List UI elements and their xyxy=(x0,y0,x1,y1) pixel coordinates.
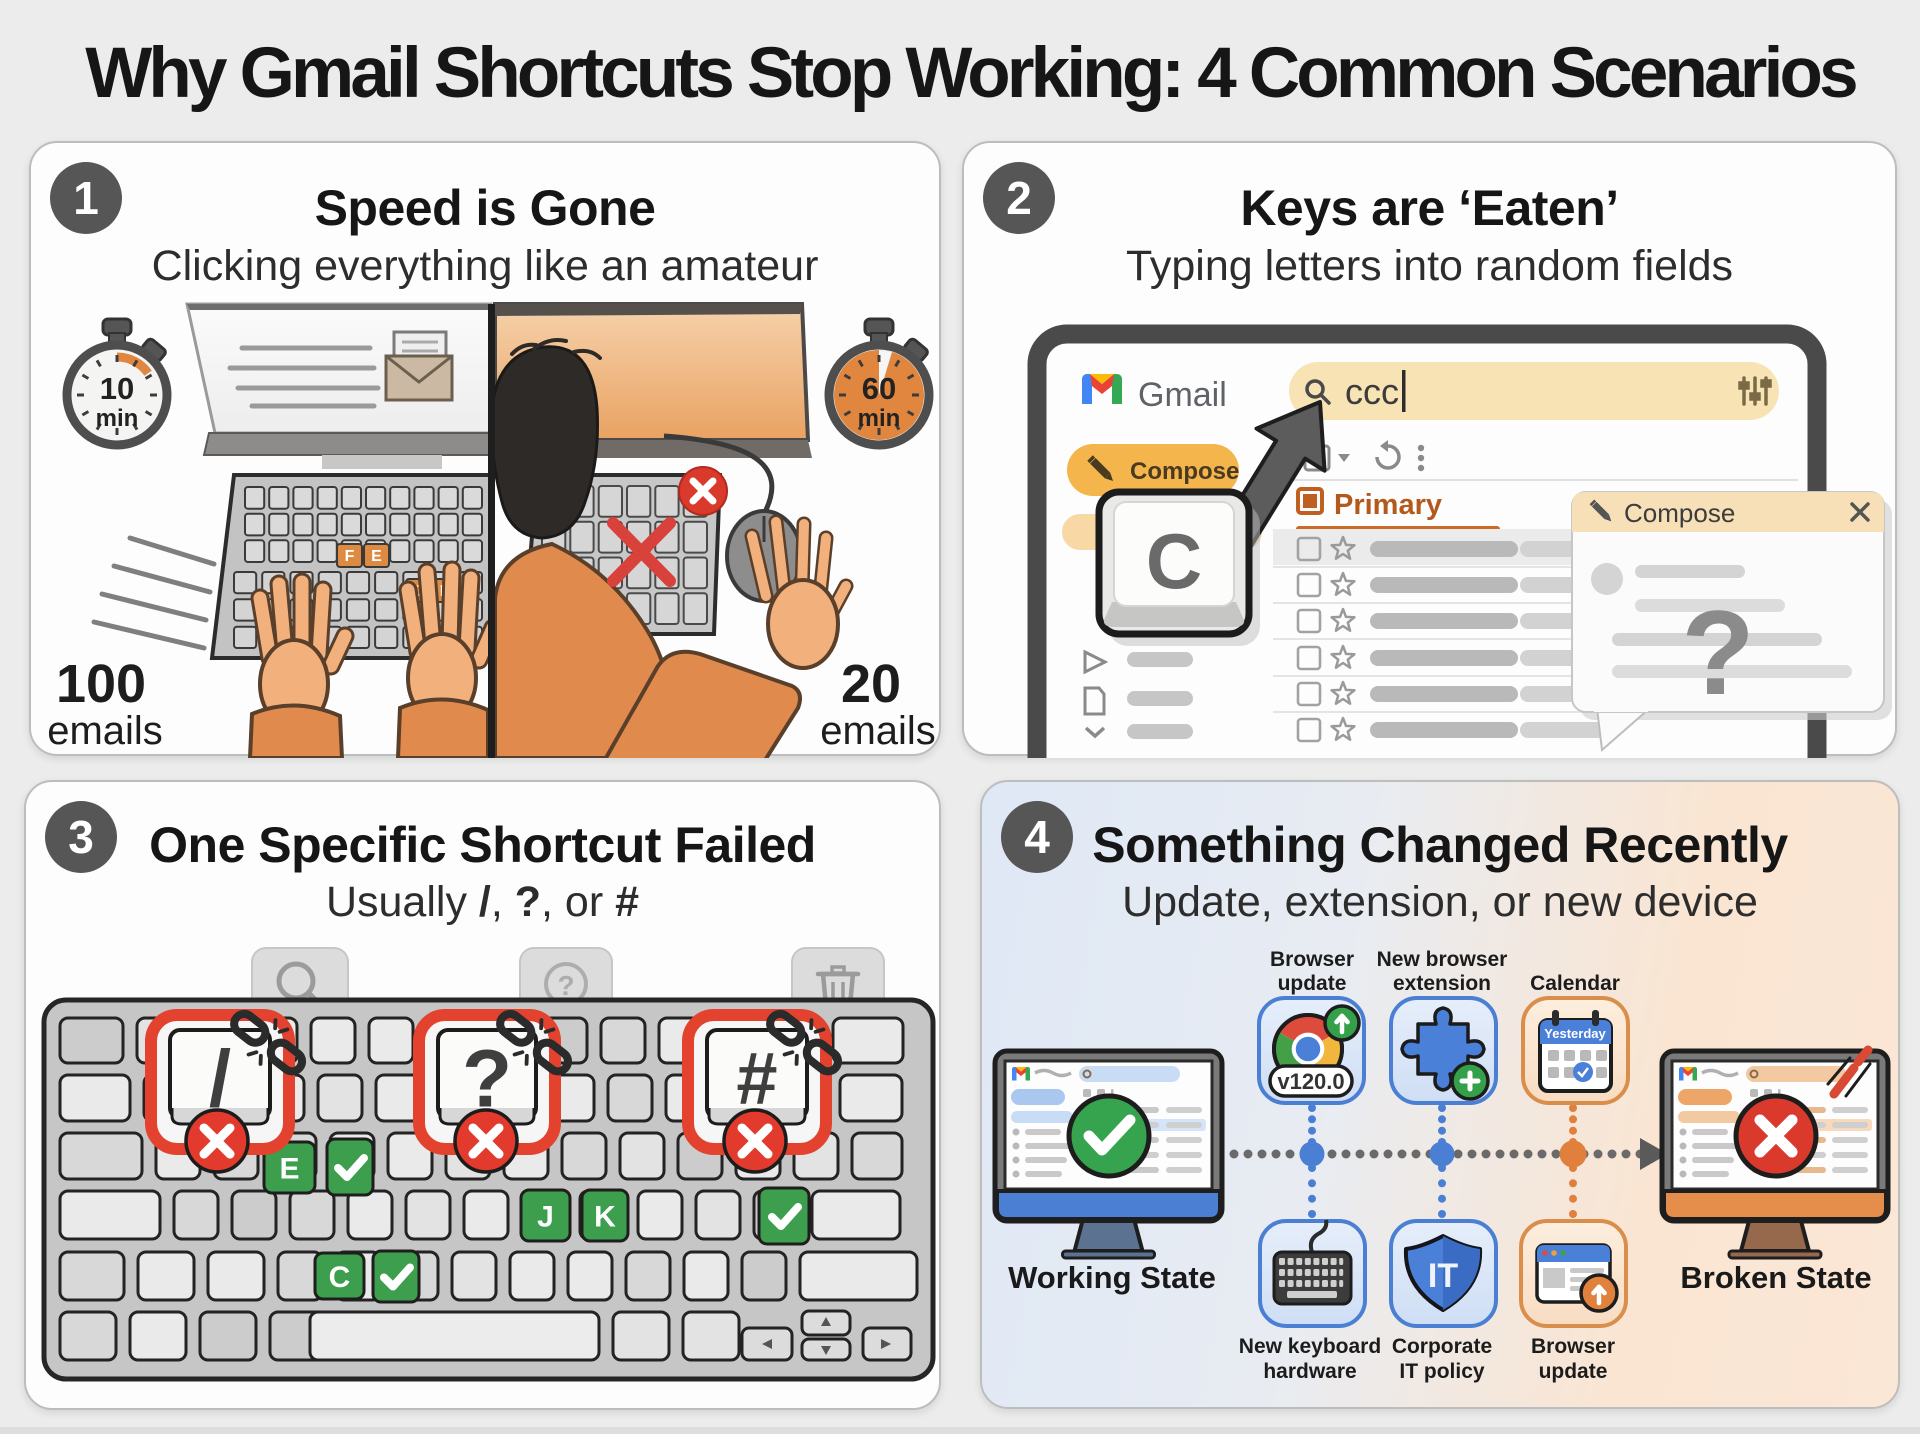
svg-text:extension: extension xyxy=(1393,972,1491,995)
svg-text:E: E xyxy=(279,1152,299,1185)
svg-text:min: min xyxy=(96,405,139,432)
svg-text:New browser: New browser xyxy=(1377,948,1508,971)
svg-text:60: 60 xyxy=(862,371,896,406)
svg-text:emails: emails xyxy=(820,709,936,753)
svg-text:Calendar: Calendar xyxy=(1530,972,1620,995)
svg-text:Broken State: Broken State xyxy=(1680,1260,1871,1295)
svg-text:C: C xyxy=(329,1261,351,1294)
svg-text:E: E xyxy=(371,548,382,565)
svg-text:Compose: Compose xyxy=(1624,498,1735,528)
svg-text:Primary: Primary xyxy=(1334,489,1442,521)
svg-text:Browser: Browser xyxy=(1270,948,1354,971)
svg-text:min: min xyxy=(858,405,901,432)
svg-text:10: 10 xyxy=(100,371,134,406)
svg-text:Gmail: Gmail xyxy=(1138,376,1227,414)
svg-text:Yesterday: Yesterday xyxy=(1544,1026,1606,1041)
svg-text:#: # xyxy=(736,1037,777,1120)
svg-text:Corporate: Corporate xyxy=(1392,1335,1492,1358)
svg-text:C: C xyxy=(1146,517,1202,605)
svg-text:Working State: Working State xyxy=(1008,1260,1216,1295)
svg-text:?: ? xyxy=(557,970,574,1001)
svg-text:New keyboard: New keyboard xyxy=(1239,1335,1381,1358)
svg-text:v120.0: v120.0 xyxy=(1277,1069,1344,1094)
svg-text:20: 20 xyxy=(841,654,901,714)
svg-text:emails: emails xyxy=(47,709,163,753)
svg-text:Compose: Compose xyxy=(1130,458,1239,485)
svg-text:K: K xyxy=(594,1200,616,1233)
svg-text:J: J xyxy=(537,1200,554,1233)
svg-text:update: update xyxy=(1539,1360,1608,1383)
svg-text:hardware: hardware xyxy=(1263,1360,1356,1383)
svg-text:?: ? xyxy=(1681,586,1754,720)
svg-text:/: / xyxy=(209,1034,231,1123)
svg-text:ccc: ccc xyxy=(1345,371,1399,412)
svg-text:J: J xyxy=(414,583,423,600)
svg-text:IT policy: IT policy xyxy=(1399,1360,1485,1383)
svg-text:100: 100 xyxy=(56,654,146,714)
svg-text:update: update xyxy=(1278,972,1347,995)
svg-text:Browser: Browser xyxy=(1531,1335,1615,1358)
svg-text:IT: IT xyxy=(1428,1257,1458,1295)
svg-text:F: F xyxy=(345,548,355,565)
